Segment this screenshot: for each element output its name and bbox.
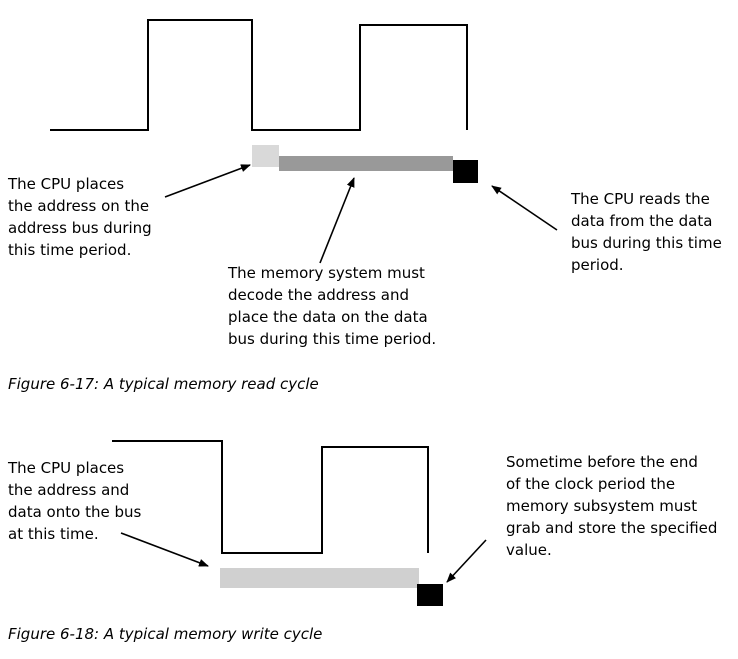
decode-phase-bar (279, 156, 453, 171)
label-cpu-places-address: The CPU places the address on the addres… (8, 175, 152, 259)
arrow-cpu-places-address (164, 164, 251, 198)
caption-figure-6-18: Figure 6-18: A typical memory write cycl… (8, 625, 323, 643)
arrow-cpu-reads (491, 185, 558, 231)
store-phase-bar (417, 584, 443, 606)
arrow-memory-decodes (319, 177, 355, 264)
caption-figure-6-17: Figure 6-17: A typical memory read cycle (8, 375, 319, 393)
label-memory-stores: Sometime before the end of the clock per… (506, 453, 718, 559)
label-memory-decodes: The memory system must decode the addres… (228, 264, 437, 348)
read-clock-waveform (50, 19, 468, 131)
read-phase-bar (453, 160, 478, 183)
write-clock-waveform (112, 440, 429, 554)
arrow-cpu-places-write (120, 532, 209, 567)
address-phase-bar (252, 145, 279, 167)
arrow-memory-stores (446, 539, 487, 583)
label-cpu-places-write: The CPU places the address and data onto… (8, 459, 142, 543)
label-cpu-reads: The CPU reads the data from the data bus… (571, 190, 722, 274)
write-bus-bar (220, 568, 419, 588)
